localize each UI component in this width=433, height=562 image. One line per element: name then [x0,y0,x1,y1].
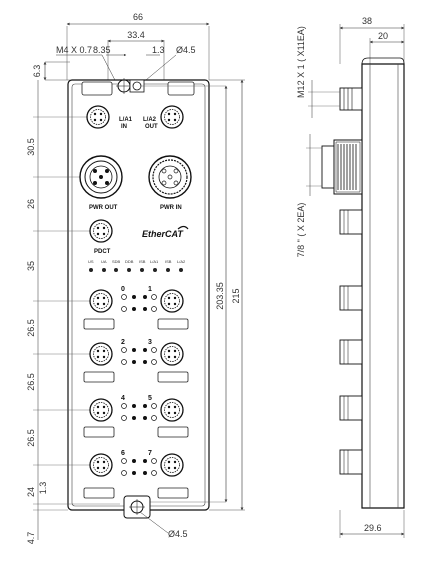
dim-24-label: 24 [26,487,36,497]
io-port-3 [160,342,184,366]
pwr-out-label: PWR OUT [89,205,118,211]
la1-label: L/A1 [119,117,133,123]
pdct-label: PDCT [94,249,111,255]
dim-305-label: 30.5 [26,138,36,156]
la1-in-label: IN [121,124,127,130]
led-label-la2: L/A2 [177,259,186,264]
front-view: 66 33.4 M4 X 0.7 8.35 1.3 Ø4.5 6.3 [26,12,245,544]
io-leds-67 [121,458,157,476]
io-port-2 [89,342,113,366]
led-label-isb2: ISB [165,259,172,264]
port-number-1: 1 [148,286,152,293]
port-number-5: 5 [148,395,152,402]
led-label-sdb: SDB [112,259,121,264]
left-dim-chain: 30.5 26 35 26.5 26.5 26.5 24 1.3 4.7 [26,80,120,544]
side-view: 38 20 M12 X 1 ( X11EA) [296,16,405,538]
dim-35-label: 35 [26,261,36,271]
port-number-0: 0 [121,286,125,293]
dim-265b-label: 26.5 [26,373,36,391]
dim-20-label: 20 [378,31,388,41]
dim-63-label: 6.3 [32,65,42,78]
dim-hole-bottom-label: Ø4.5 [168,529,188,539]
dim-13-label: 1.3 [152,45,165,55]
dim-66-label: 66 [133,12,143,22]
port-pwr-out [79,155,123,199]
bottom-mount-hole [123,495,151,519]
dim-hole-top-label: Ø4.5 [176,45,196,55]
dim-thread-label: M4 X 0.7 [56,45,92,55]
io-port-4 [89,398,113,422]
led-label-us: US [88,259,94,264]
port-number-6: 6 [121,450,125,457]
module-body [67,79,210,511]
io-port-5 [160,398,184,422]
led-label-la1: L/A1 [150,259,159,264]
dim-47-label: 4.7 [26,532,36,545]
io-port-1 [160,289,184,313]
dim-26-label: 26 [26,199,36,209]
dim-20335-label: 203.35 [215,282,225,310]
io-port-7 [160,453,184,477]
port-pdct [89,219,113,243]
dim-265c-label: 26.5 [26,429,36,447]
led-label-isb1: ISB [139,259,146,264]
dim-334-label: 33.4 [127,30,145,40]
dim-78-label: 7/8 " ( X 2EA) [296,203,306,258]
dim-13v-label: 1.3 [38,482,48,495]
port-la1 [86,105,110,129]
status-led-row: US UA SDB DDB ISB L/A1 ISB L/A2 [88,259,186,272]
port-number-7: 7 [148,450,152,457]
ethercat-logo: EtherCAT [142,229,184,239]
port-la2 [160,105,184,129]
io-leds-45 [121,403,157,421]
port-pwr-in [148,155,192,199]
io-port-0 [89,289,113,313]
io-leds-01 [121,294,157,312]
led-label-ddb: DDB [125,259,134,264]
dim-m12-label: M12 X 1 ( X11EA) [296,26,306,98]
led-label-ua: UA [101,259,107,264]
io-leds-23 [121,347,157,365]
dim-296-label: 29.6 [364,523,382,533]
dim-38-label: 38 [362,16,372,26]
dim-span-334: 33.4 [107,30,165,80]
dim-width-total: 66 [66,12,210,80]
port-number-4: 4 [121,395,125,402]
pwr-in-label: PWR IN [160,205,182,211]
port-number-2: 2 [121,339,125,346]
la2-out-label: OUT [145,124,158,130]
side-78-connector [321,139,363,195]
side-m8-connector-top [339,87,363,111]
port-number-3: 3 [148,339,152,346]
dim-215-label: 215 [231,288,241,303]
top-mount-hole [116,78,145,94]
dim-835-label: 8.35 [93,45,111,55]
la2-label: L/A2 [143,117,157,123]
io-port-6 [89,453,113,477]
side-m12-connectors [339,209,363,475]
dim-265a-label: 26.5 [26,319,36,337]
